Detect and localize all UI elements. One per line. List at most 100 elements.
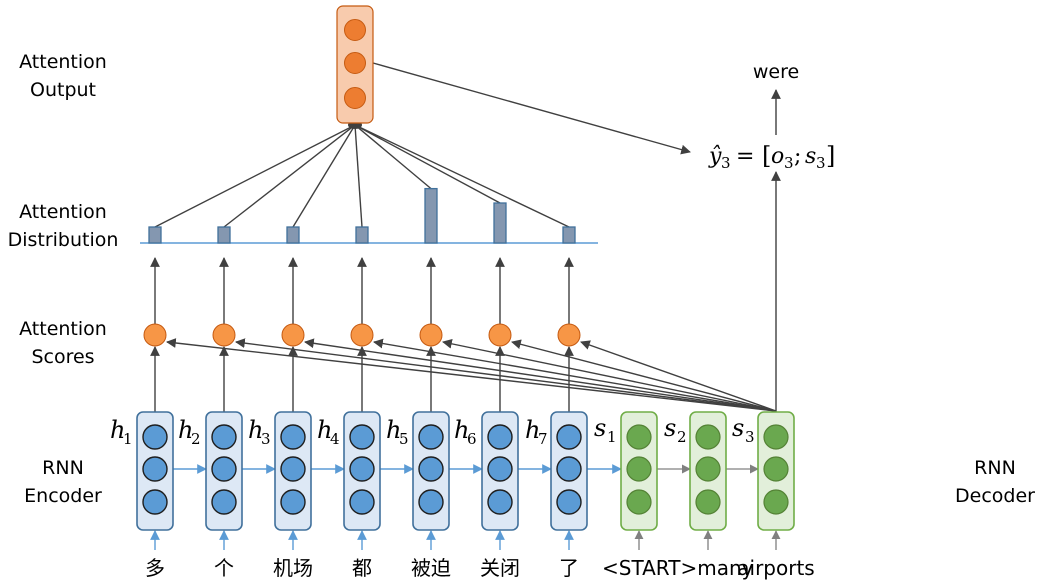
encoder-neuron: [418, 456, 444, 482]
label-attention-scores-line2: Scores: [31, 346, 94, 368]
encoder-neuron: [487, 456, 513, 482]
bar-to-output-line: [223, 124, 356, 228]
hidden-state-label-sub: 7: [538, 430, 548, 448]
attention-bar: [493, 202, 507, 244]
output-formula: ŷ 3 = [ o 3 ; s 3 ]: [708, 142, 835, 172]
attention-output-neuron: [344, 52, 366, 74]
attention-bar: [286, 226, 300, 244]
encoder-neuron: [349, 456, 375, 482]
decoder-to-score-arrow: [235, 338, 777, 412]
formula-o-sub: 3: [784, 154, 794, 172]
encoder-neuron: [349, 489, 375, 515]
hidden-state-label: h: [110, 416, 125, 444]
encoder-cell: [550, 411, 588, 531]
formula-semicolon: ;: [794, 144, 801, 169]
formula-equals: =: [736, 144, 754, 169]
encoder-neuron: [142, 456, 168, 482]
encoder-input-token: 多: [145, 556, 165, 580]
label-rnn-encoder-line1: RNN: [42, 457, 84, 479]
decoder-neuron: [626, 489, 652, 515]
attention-score-node: [488, 323, 512, 347]
bar-to-output-line: [354, 124, 570, 228]
hidden-state-label: h: [178, 416, 193, 444]
encoder-input-token: 个: [214, 556, 234, 580]
decoder-to-score-arrow: [580, 340, 777, 412]
formula-yhat: ŷ: [708, 144, 722, 169]
encoder-neuron: [349, 424, 375, 450]
attention-bar: [355, 226, 369, 244]
label-attention-scores-line1: Attention: [19, 318, 107, 340]
connection-lines: [150, 62, 781, 550]
hidden-state-label: h: [386, 416, 401, 444]
decoder-neuron: [626, 424, 652, 450]
encoder-cell: [481, 411, 519, 531]
encoder-neuron: [211, 456, 237, 482]
attention-output-neuron: [344, 87, 366, 109]
decoder-state-label: s: [732, 414, 744, 442]
attention-bar: [148, 226, 162, 244]
label-rnn-decoder-line1: RNN: [974, 457, 1016, 479]
formula-s: s: [805, 144, 816, 169]
decoder-to-score-arrow: [511, 339, 777, 412]
attention-score-node: [143, 323, 167, 347]
label-attention-distribution-line2: Distribution: [8, 229, 119, 251]
attention-output-vector: [336, 5, 374, 124]
decoder-neuron: [626, 456, 652, 482]
formula-bracket-open: [: [762, 142, 771, 170]
encoder-neuron: [556, 489, 582, 515]
decoder-cell: [689, 411, 727, 531]
encoder-neuron: [211, 424, 237, 450]
encoder-cell: [205, 411, 243, 531]
attention-score-node: [281, 323, 305, 347]
decoder-state-label: s: [664, 414, 676, 442]
decoder-state-label-sub: 1: [607, 428, 617, 446]
formula-yhat-sub: 3: [721, 154, 731, 172]
encoder-neuron: [280, 456, 306, 482]
attention-score-nodes: [143, 323, 581, 347]
encoder-input-token: 都: [352, 556, 372, 580]
attention-score-node: [419, 323, 443, 347]
label-attention-output-line1: Attention: [19, 51, 107, 73]
hidden-state-label-sub: 5: [399, 430, 409, 448]
hidden-state-label: h: [248, 416, 263, 444]
decoder-cell: [757, 411, 795, 531]
hidden-state-label-sub: 3: [261, 430, 271, 448]
label-attention-output-line2: Output: [30, 79, 96, 101]
encoder-neuron: [556, 456, 582, 482]
attention-score-node: [557, 323, 581, 347]
encoder-input-token: 机场: [273, 556, 313, 580]
decoder-cell: [620, 411, 658, 531]
bar-to-output-line: [292, 124, 356, 228]
encoder-cell: [343, 411, 381, 531]
bar-to-output-line: [354, 124, 432, 190]
encoder-input-token: 被迫: [411, 556, 451, 580]
encoder-neuron: [280, 489, 306, 515]
decoder-input-token: airports: [737, 556, 814, 580]
encoder-neuron: [280, 424, 306, 450]
encoder-neuron: [211, 489, 237, 515]
hidden-state-label: h: [525, 416, 540, 444]
encoder-input-token: 关闭: [480, 556, 520, 580]
decoder-to-score-arrow: [304, 338, 777, 412]
encoder-cell: [274, 411, 312, 531]
decoder-neuron: [763, 424, 789, 450]
label-attention-distribution-line1: Attention: [19, 201, 107, 223]
decoder-state-label-sub: 2: [677, 428, 687, 446]
encoder-neuron: [418, 489, 444, 515]
output-word: were: [753, 61, 799, 83]
decoder-neuron: [763, 456, 789, 482]
label-rnn-encoder-line2: Encoder: [24, 485, 102, 507]
attention-bar: [562, 226, 576, 244]
attention-bar: [424, 187, 438, 244]
hidden-state-label-sub: 4: [330, 430, 340, 448]
encoder-neuron: [142, 489, 168, 515]
formula-bracket-close: ]: [826, 142, 835, 170]
decoder-state-label: s: [594, 414, 606, 442]
output-to-formula-arrow: [372, 62, 691, 155]
bar-to-output-line: [354, 124, 363, 228]
hidden-state-label: h: [454, 416, 469, 444]
attention-score-node: [212, 323, 236, 347]
decoder-state-label-sub: 3: [745, 428, 755, 446]
